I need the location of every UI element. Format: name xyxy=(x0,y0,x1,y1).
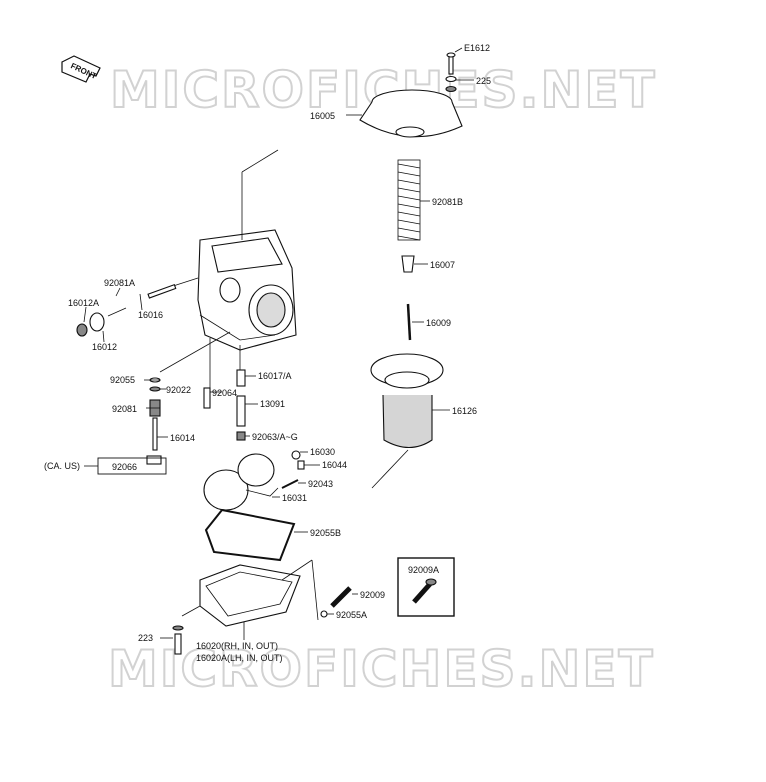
callout-13091: 13091 xyxy=(260,399,285,409)
callout-16030: 16030 xyxy=(310,447,335,457)
callout-16005: 16005 xyxy=(310,111,335,121)
air-screw-part xyxy=(320,586,358,618)
callout-92009: 92009 xyxy=(360,590,385,600)
callout-16014: 16014 xyxy=(170,433,195,443)
callout-ca-us: (CA. US) xyxy=(44,461,80,471)
pilot-screw-group xyxy=(76,283,177,343)
needle-holder-part xyxy=(401,255,428,273)
callout-16126: 16126 xyxy=(452,406,477,416)
carburetor-body-part xyxy=(169,149,297,351)
callout-92081b: 92081B xyxy=(432,197,463,207)
callout-16017a: 16017/A xyxy=(258,371,292,381)
92009a-callout-box xyxy=(397,557,455,617)
callout-16009: 16009 xyxy=(426,318,451,328)
callout-92043: 92043 xyxy=(308,479,333,489)
ca-us-callout-box xyxy=(84,457,167,475)
callout-225: 225 xyxy=(476,76,491,86)
callout-16031: 16031 xyxy=(282,493,307,503)
callout-16020a: 16020A(LH, IN, OUT) xyxy=(196,653,283,663)
callout-92055: 92055 xyxy=(110,375,135,385)
top-cover-part xyxy=(346,89,463,138)
callout-92064: 92064 xyxy=(212,388,237,398)
callout-92009a: 92009A xyxy=(408,565,439,575)
callout-92022: 92022 xyxy=(166,385,191,395)
drain-screw-part xyxy=(160,625,184,655)
callout-92081: 92081 xyxy=(112,404,137,414)
spring-92081b-part xyxy=(397,159,430,241)
float-bowl-part xyxy=(181,559,319,640)
watermark-bottom: MICROFICHES.NET xyxy=(108,640,655,698)
callout-16012: 16012 xyxy=(92,342,117,352)
float-bowl-gasket-part xyxy=(204,508,308,562)
jet-needle-part xyxy=(406,303,424,341)
accelerator-pump-group xyxy=(203,450,320,511)
vacuum-piston-part xyxy=(370,353,450,489)
callout-16020: 16020(RH, IN, OUT) xyxy=(196,641,278,651)
front-arrow-icon: FRONT xyxy=(61,55,101,83)
jet-column-right xyxy=(236,345,258,441)
callout-92063ag: 92063/A~G xyxy=(252,432,298,442)
callout-223: 223 xyxy=(138,633,153,643)
top-screw-part xyxy=(445,47,474,93)
callout-92066: 92066 xyxy=(112,462,137,472)
callout-16012a: 16012A xyxy=(68,298,99,308)
watermark-top: MICROFICHES.NET xyxy=(110,61,657,119)
callout-92055a: 92055A xyxy=(336,610,367,620)
jet-column-left xyxy=(144,331,231,465)
callout-16044: 16044 xyxy=(322,460,347,470)
callout-16016: 16016 xyxy=(138,310,163,320)
callout-16007: 16007 xyxy=(430,260,455,270)
callout-92081a: 92081A xyxy=(104,278,135,288)
callout-e1612: E1612 xyxy=(464,43,490,53)
callout-92055b: 92055B xyxy=(310,528,341,538)
